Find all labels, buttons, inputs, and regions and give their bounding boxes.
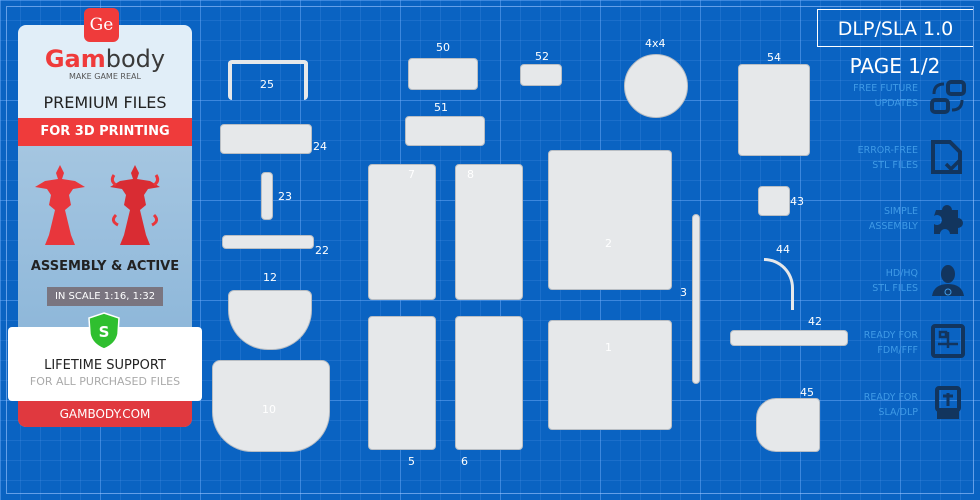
part-label: 12 xyxy=(263,271,277,284)
gambody-logo-icon: Ge xyxy=(84,8,119,42)
part-label: 43 xyxy=(790,195,804,208)
part-42 xyxy=(730,330,848,346)
part-23 xyxy=(261,172,273,220)
part-4x4-wheel xyxy=(624,54,688,118)
part-50 xyxy=(408,58,478,90)
website-link[interactable]: GAMBODY.COM xyxy=(18,401,192,427)
feature-line1: READY FOR xyxy=(863,330,918,341)
part-label: 50 xyxy=(436,41,450,54)
part-45 xyxy=(756,398,820,452)
page-indicator: PAGE 1/2 xyxy=(849,54,941,78)
fdm-printer-icon xyxy=(931,324,965,358)
premium-files: PREMIUM FILES xyxy=(43,93,167,112)
part-label: 1 xyxy=(605,341,612,354)
feature-line2: ASSEMBLY xyxy=(868,221,918,232)
brand-name: Gambody xyxy=(0,45,210,73)
feature-line2: UPDATES xyxy=(874,98,918,109)
ironman-icon xyxy=(932,265,964,296)
part-label: 4x4 xyxy=(645,37,666,50)
part-2 xyxy=(548,150,672,290)
part-25 xyxy=(228,60,308,100)
part-label: 6 xyxy=(461,455,468,468)
brand-red: Gam xyxy=(44,45,106,73)
part-52 xyxy=(520,64,562,86)
for-3d-printing: FOR 3D PRINTING xyxy=(18,118,192,146)
part-label: 23 xyxy=(278,190,292,203)
feature-item: ERROR-FREE STL FILES xyxy=(820,143,918,173)
feature-line1: ERROR-FREE xyxy=(857,145,918,156)
part-6 xyxy=(455,316,523,450)
part-label: 8 xyxy=(467,168,474,181)
assembly-active: ASSEMBLY & ACTIVE xyxy=(30,259,180,274)
feature-item: READY FOR SLA/DLP xyxy=(820,390,918,420)
shield-letter: S xyxy=(99,323,110,341)
feature-line1: SIMPLE xyxy=(883,206,918,217)
part-label: 54 xyxy=(767,51,781,64)
part-43 xyxy=(758,186,790,216)
part-label: 24 xyxy=(313,140,327,153)
part-label: 3 xyxy=(680,286,687,299)
brand-dark: body xyxy=(105,45,166,73)
feature-item: READY FOR FDM/FFF xyxy=(820,328,918,358)
feature-item: SIMPLE ASSEMBLY xyxy=(820,204,918,234)
part-label: 5 xyxy=(408,455,415,468)
shield-icon: S xyxy=(88,312,120,350)
lifetime-support: LIFETIME SUPPORT xyxy=(44,358,166,373)
blueprint-frame xyxy=(6,6,974,494)
part-label: 7 xyxy=(408,168,415,181)
file-check-icon xyxy=(931,140,963,174)
part-10 xyxy=(212,360,330,452)
feature-item: HD/HQ STL FILES xyxy=(820,266,918,296)
tagline: MAKE GAME REAL xyxy=(69,72,141,81)
part-54 xyxy=(738,64,810,156)
figure-active-icon xyxy=(110,165,160,245)
update-icon xyxy=(930,80,966,114)
feature-line2: STL FILES xyxy=(872,283,918,294)
part-label: 52 xyxy=(535,50,549,63)
part-label: 25 xyxy=(260,78,274,91)
part-8 xyxy=(455,164,523,300)
feature-line1: FREE FUTURE xyxy=(853,83,918,94)
part-label: 42 xyxy=(808,315,822,328)
part-22 xyxy=(222,235,314,249)
feature-line2: STL FILES xyxy=(872,160,918,171)
feature-line2: SLA/DLP xyxy=(878,407,918,418)
part-label: 10 xyxy=(262,403,276,416)
feature-item: FREE FUTURE UPDATES xyxy=(820,81,918,111)
part-12 xyxy=(228,290,312,350)
part-1 xyxy=(548,320,672,430)
sla-printer-icon xyxy=(935,386,961,419)
part-label: 22 xyxy=(315,244,329,257)
part-label: 44 xyxy=(776,243,790,256)
part-label: 2 xyxy=(605,237,612,250)
part-24 xyxy=(220,124,312,154)
part-51 xyxy=(405,116,485,146)
puzzle-icon xyxy=(934,205,963,234)
part-5 xyxy=(368,316,436,450)
feature-line2: FDM/FFF xyxy=(877,345,918,356)
scale-badge: IN SCALE 1:16, 1:32 xyxy=(47,287,163,306)
feature-line1: HD/HQ xyxy=(885,268,918,279)
support-subtitle: FOR ALL PURCHASED FILES xyxy=(29,375,181,388)
figure-assembly-icon xyxy=(35,165,85,245)
feature-line1: READY FOR xyxy=(863,392,918,403)
part-3 xyxy=(692,214,700,384)
part-7 xyxy=(368,164,436,300)
part-label: 45 xyxy=(800,386,814,399)
version-badge: DLP/SLA 1.0 xyxy=(817,9,973,47)
part-label: 51 xyxy=(434,101,448,114)
